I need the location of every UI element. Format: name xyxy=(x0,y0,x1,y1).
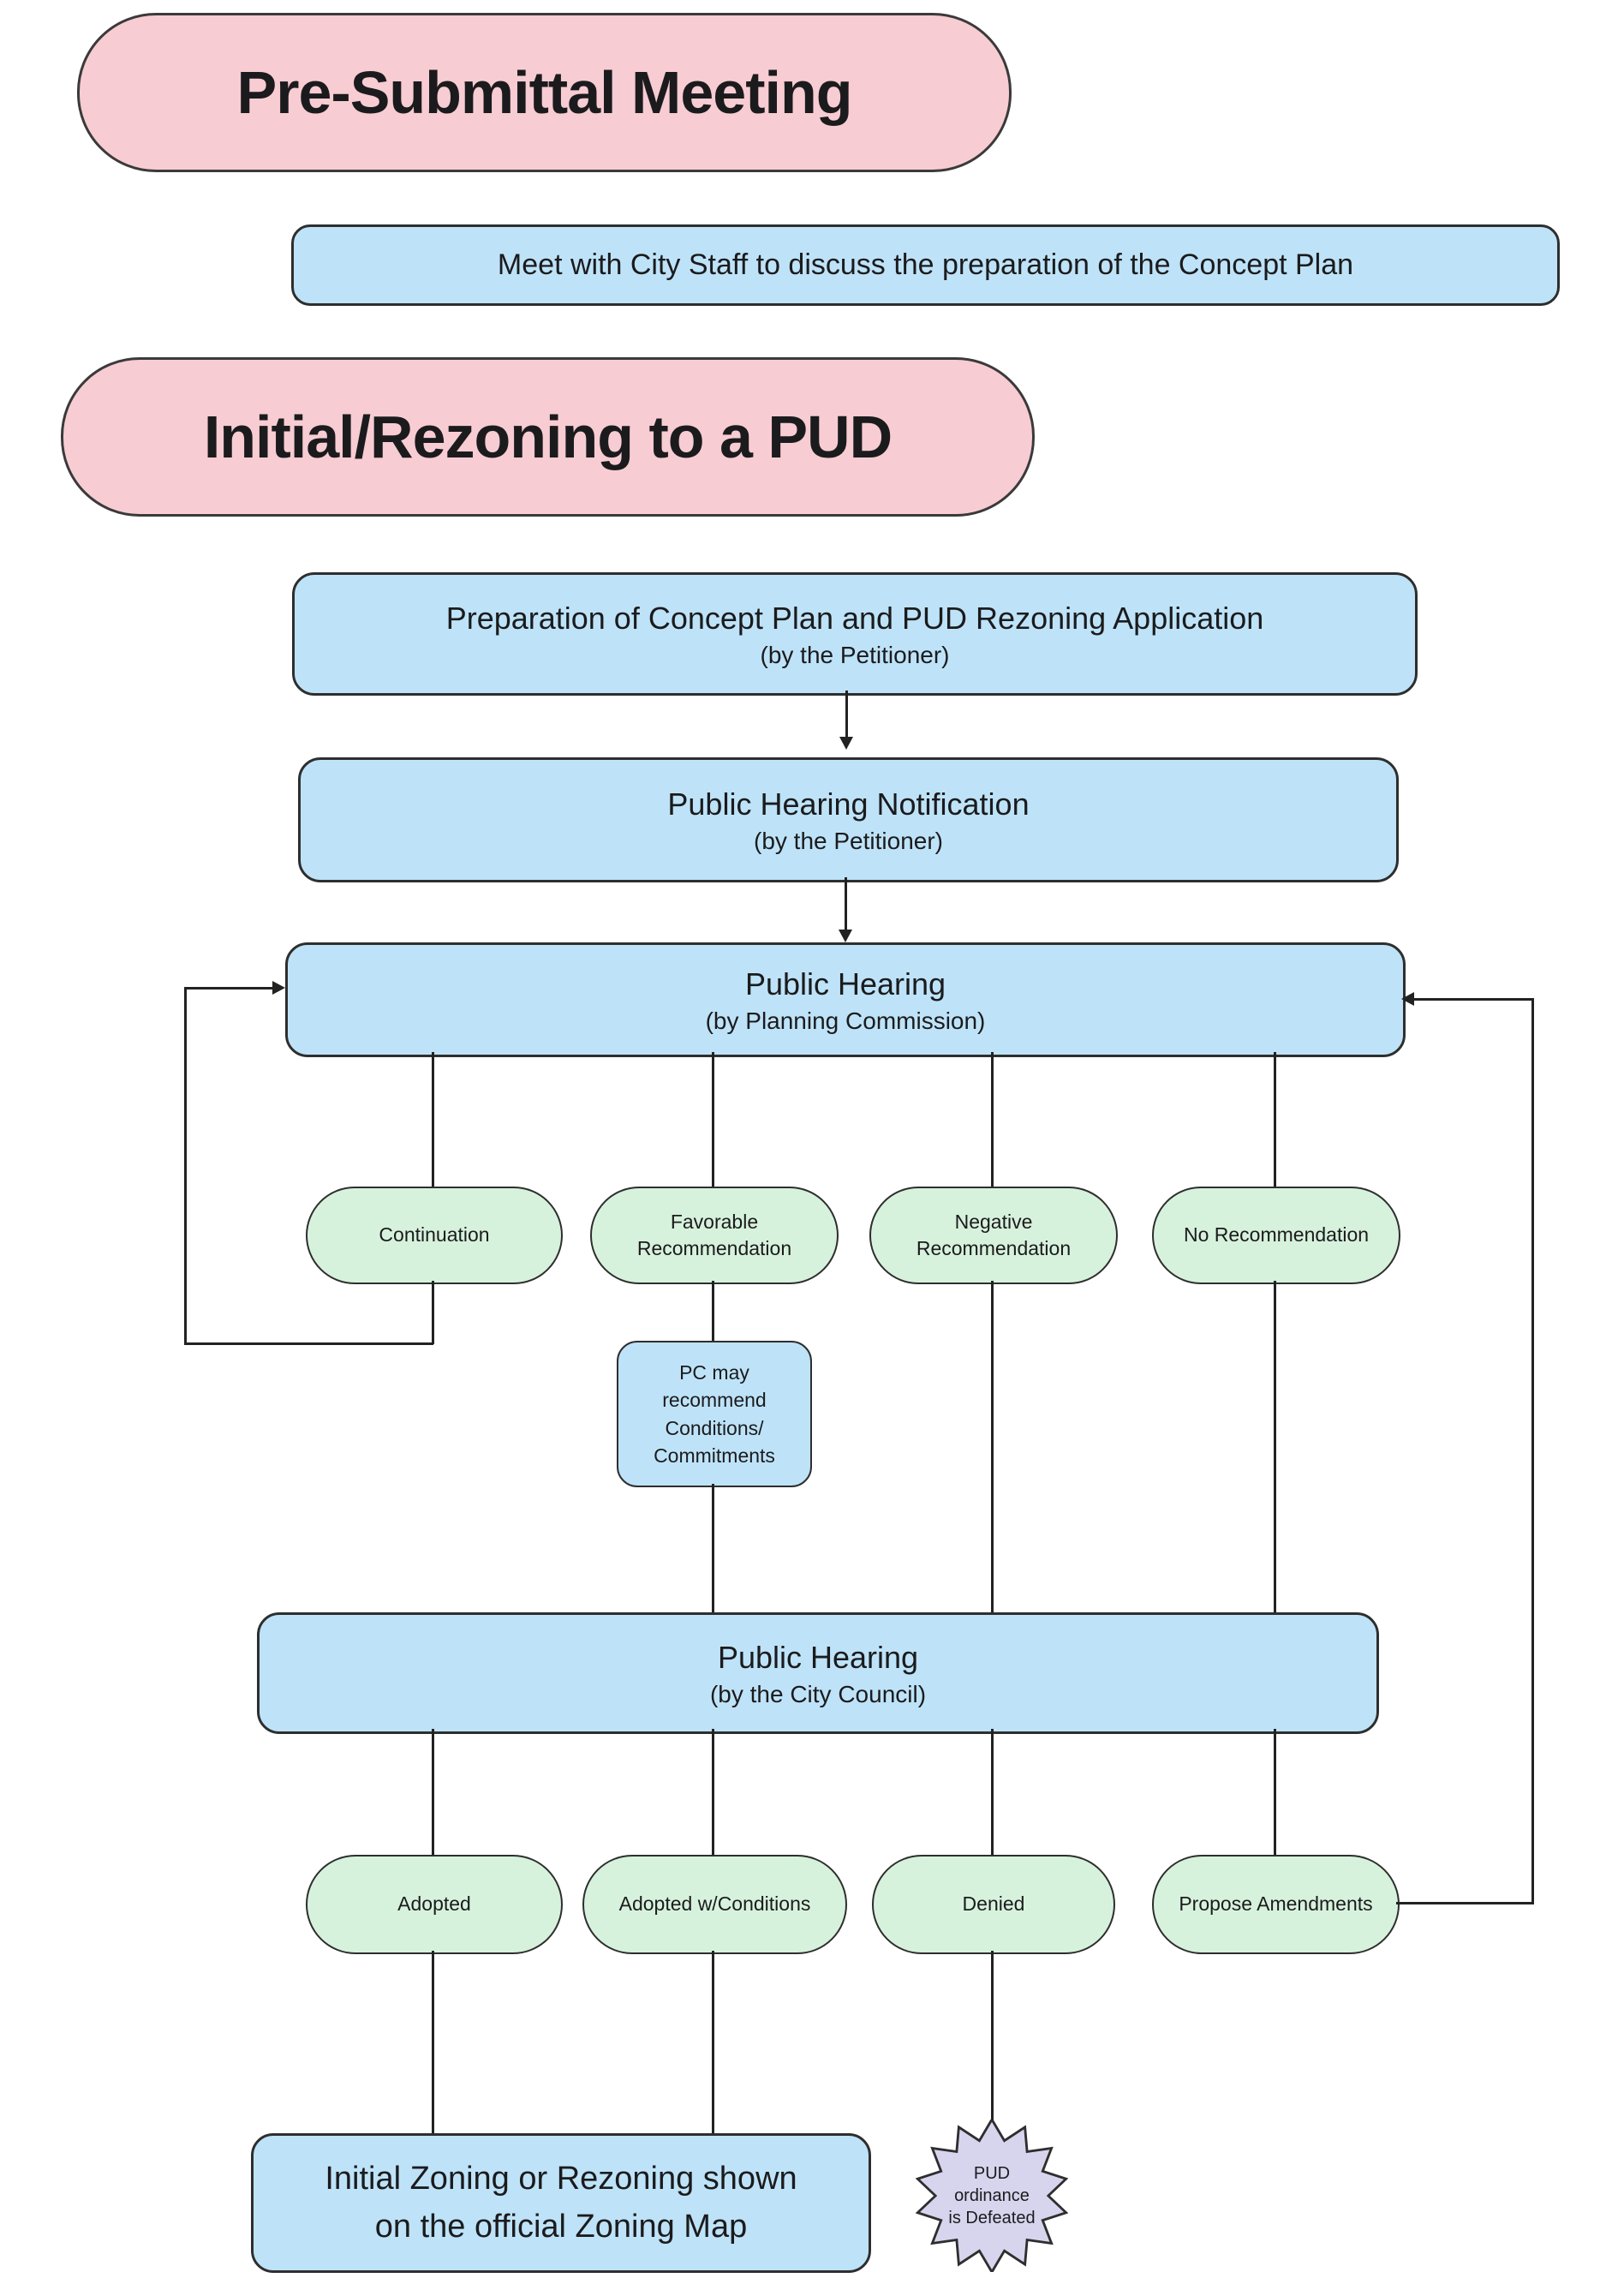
connector-cc-adopted xyxy=(432,1729,434,1855)
connector-pc-negative xyxy=(991,1052,994,1187)
node-pc-hearing: Public Hearing (by Planning Commission) xyxy=(285,942,1406,1057)
node-notification-title: Public Hearing Notification xyxy=(667,786,1030,822)
node-zoning-map-label: Initial Zoning or Rezoning shown on the … xyxy=(325,2161,797,2245)
oval-continuation: Continuation xyxy=(306,1187,563,1284)
node-pc-conditions-label: PC may recommend Conditions/ Commitments xyxy=(654,1361,775,1467)
connector-preparation-notification xyxy=(845,691,848,739)
oval-no-recommendation-label: No Recommendation xyxy=(1183,1223,1370,1247)
node-pc-hearing-subtitle: (by Planning Commission) xyxy=(705,1007,986,1034)
oval-adopted-w-conditions: Adopted w/Conditions xyxy=(582,1855,847,1954)
node-notification: Public Hearing Notification (by the Peti… xyxy=(298,757,1399,882)
connector-notification-pc-hearing xyxy=(845,877,847,931)
connector-loop-right-vertical xyxy=(1531,998,1534,1904)
node-pc-conditions: PC may recommend Conditions/ Commitments xyxy=(617,1341,812,1487)
connector-cc-adopted-conditions xyxy=(712,1729,714,1855)
oval-adopted-w-conditions-label: Adopted w/Conditions xyxy=(618,1892,811,1916)
node-meet-city-staff: Meet with City Staff to discuss the prep… xyxy=(291,224,1560,306)
oval-continuation-label: Continuation xyxy=(379,1223,490,1247)
node-pud-defeated: PUD ordinance is Defeated xyxy=(916,2120,1068,2272)
connector-loop-left-top xyxy=(184,987,274,990)
starburst-icon xyxy=(916,2120,1068,2272)
connector-conditions-cc xyxy=(712,1484,714,1612)
arrowhead-down-icon xyxy=(839,930,852,942)
connector-loop-left-vertical xyxy=(184,987,187,1344)
arrowhead-down-icon xyxy=(839,737,853,750)
oval-propose-amendments: Propose Amendments xyxy=(1152,1855,1400,1954)
section-title-initial-rezoning: Initial/Rezoning to a PUD xyxy=(61,357,1035,517)
oval-negative-recommendation: Negative Recommendation xyxy=(869,1187,1118,1284)
node-pud-defeated-label: PUD ordinance is Defeated xyxy=(948,2164,1036,2227)
connector-negative-cc xyxy=(991,1281,994,1612)
oval-no-recommendation: No Recommendation xyxy=(1152,1187,1400,1284)
oval-negative-recommendation-label: Negative Recommendation xyxy=(916,1210,1072,1259)
node-preparation-title: Preparation of Concept Plan and PUD Rezo… xyxy=(445,600,1264,636)
connector-pc-no-recommendation xyxy=(1274,1052,1276,1187)
arrowhead-right-icon xyxy=(272,981,285,995)
node-cc-hearing: Public Hearing (by the City Council) xyxy=(257,1612,1379,1734)
connector-loop-right-bottom xyxy=(1396,1902,1533,1904)
oval-favorable-recommendation: Favorable Recommendation xyxy=(590,1187,839,1284)
oval-adopted-label: Adopted xyxy=(397,1892,471,1916)
node-preparation-subtitle: (by the Petitioner) xyxy=(760,641,950,668)
connector-loop-right-top xyxy=(1412,998,1533,1001)
section-title-pre-submittal-label: Pre-Submittal Meeting xyxy=(236,59,853,126)
node-preparation: Preparation of Concept Plan and PUD Rezo… xyxy=(292,572,1418,696)
arrowhead-left-icon xyxy=(1401,992,1414,1006)
connector-cc-denied xyxy=(991,1729,994,1855)
connector-no-recommendation-cc xyxy=(1274,1281,1276,1612)
section-title-initial-rezoning-label: Initial/Rezoning to a PUD xyxy=(203,404,893,470)
connector-pc-favorable xyxy=(712,1052,714,1187)
section-title-pre-submittal: Pre-Submittal Meeting xyxy=(77,13,1012,172)
oval-propose-amendments-label: Propose Amendments xyxy=(1179,1892,1373,1916)
node-cc-hearing-subtitle: (by the City Council) xyxy=(709,1680,927,1707)
connector-cc-propose xyxy=(1274,1729,1276,1855)
connector-loop-left-bottom xyxy=(184,1342,433,1345)
node-zoning-map: Initial Zoning or Rezoning shown on the … xyxy=(251,2133,871,2273)
connector-denied-defeated xyxy=(991,1951,994,2122)
connector-continuation-down xyxy=(432,1281,434,1344)
oval-denied: Denied xyxy=(872,1855,1115,1954)
node-meet-city-staff-label: Meet with City Staff to discuss the prep… xyxy=(497,248,1354,281)
node-notification-subtitle: (by the Petitioner) xyxy=(754,827,943,854)
oval-denied-label: Denied xyxy=(962,1892,1025,1916)
oval-favorable-recommendation-label: Favorable Recommendation xyxy=(636,1210,792,1259)
connector-favorable-conditions xyxy=(712,1281,714,1341)
node-cc-hearing-title: Public Hearing xyxy=(717,1639,919,1675)
node-pc-hearing-title: Public Hearing xyxy=(744,966,946,1002)
oval-adopted: Adopted xyxy=(306,1855,563,1954)
connector-pc-continuation xyxy=(432,1052,434,1187)
connector-adopted-zoning-map xyxy=(432,1951,434,2133)
connector-adopted-conditions-zoning-map xyxy=(712,1951,714,2133)
